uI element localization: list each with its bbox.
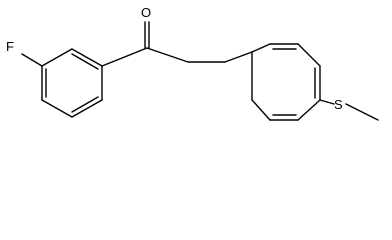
ring1-bond bbox=[71, 99, 103, 118]
ring2-bond bbox=[297, 43, 321, 67]
structure-diagram: F O S bbox=[6, 5, 379, 121]
ring1-bond bbox=[41, 48, 73, 67]
chain-bond bbox=[224, 51, 253, 63]
sulfur-label: S bbox=[334, 97, 343, 112]
ring1-double-bond bbox=[71, 96, 99, 113]
sulfur-bond bbox=[319, 99, 335, 105]
ring1-bond bbox=[41, 99, 73, 118]
chain-bond bbox=[146, 47, 189, 63]
methyl-bond bbox=[345, 103, 379, 121]
ring2-bond bbox=[251, 43, 271, 53]
oxygen-label: O bbox=[141, 5, 151, 20]
ring1-bond bbox=[71, 48, 103, 67]
fluorine-bond bbox=[21, 53, 43, 67]
fluorine-label: F bbox=[6, 39, 14, 54]
ring2-bond bbox=[251, 99, 271, 121]
carbonyl-link-bond bbox=[101, 47, 148, 67]
ring2-bond bbox=[297, 99, 321, 121]
bond-group bbox=[21, 21, 379, 121]
ring1-double-bond bbox=[71, 53, 99, 70]
